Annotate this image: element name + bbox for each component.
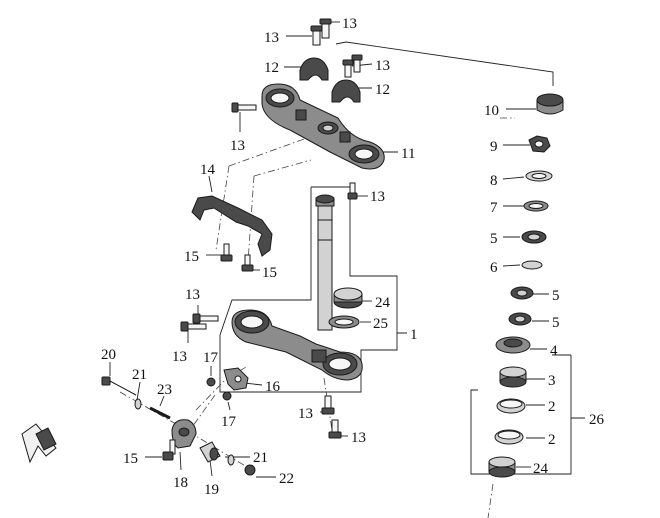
washer-8 — [525, 170, 553, 182]
bearing-3 — [499, 366, 527, 388]
callout-21: 21 — [132, 367, 147, 383]
callout-13: 13 — [351, 430, 366, 446]
callout-2: 2 — [548, 432, 556, 448]
bracket-16 — [223, 367, 249, 391]
dust-seal-4 — [495, 336, 531, 354]
race-2-b — [494, 429, 524, 445]
seal-25 — [328, 315, 360, 329]
bolt-15-c — [162, 439, 176, 461]
assembly-brackets — [119, 41, 585, 518]
callout-15: 15 — [123, 451, 138, 467]
callout-11: 11 — [401, 146, 415, 162]
callout-24: 24 — [375, 295, 391, 311]
lower-triple-clamp-1 — [231, 309, 363, 381]
callout-15: 15 — [262, 265, 277, 281]
upper-triple-clamp-11 — [261, 83, 385, 170]
callout-13: 13 — [185, 287, 200, 303]
bolt-13-lower-a — [192, 313, 219, 324]
bolt-13-under-upper — [347, 182, 358, 200]
callout-8: 8 — [490, 173, 498, 189]
spacer-19 — [199, 441, 221, 463]
callout-6: 6 — [490, 260, 498, 276]
steering-stem — [315, 194, 335, 331]
callout-4: 4 — [550, 343, 558, 359]
callout-26: 26 — [589, 412, 605, 428]
handlebar-clamp-12-left — [299, 57, 329, 81]
bearing-24-upper — [333, 287, 363, 309]
race-2-a — [496, 398, 526, 414]
bolt-13-bottom-b — [328, 419, 342, 439]
front-direction-arrow-icon — [21, 423, 57, 464]
callout-9: 9 — [490, 139, 498, 155]
bolt-15-b — [241, 254, 254, 272]
callout-13: 13 — [172, 349, 187, 365]
callout-3: 3 — [548, 373, 556, 389]
callout-25: 25 — [373, 316, 388, 332]
nut-9 — [528, 135, 551, 153]
washer-6 — [521, 260, 543, 270]
mount-18 — [171, 419, 197, 449]
nut-17-b — [222, 391, 232, 401]
pin-23 — [149, 406, 171, 420]
callout-16: 16 — [265, 379, 281, 395]
nut-17-a — [206, 377, 216, 387]
callout-14: 14 — [200, 162, 216, 178]
lock-washer-7 — [523, 200, 549, 212]
bolt-13-top-a — [310, 25, 323, 46]
callout-5: 5 — [490, 231, 498, 247]
nut-22 — [244, 464, 256, 476]
callout-17: 17 — [221, 414, 237, 430]
callout-1: 1 — [410, 327, 418, 343]
callout-12: 12 — [264, 60, 279, 76]
callout-19: 19 — [204, 482, 219, 498]
bolt-13-bottom-a — [321, 395, 335, 415]
callout-22: 22 — [279, 471, 294, 487]
handlebar-clamp-12-right — [331, 79, 361, 103]
bracket-14 — [191, 195, 273, 257]
callout-12: 12 — [375, 82, 390, 98]
callout-13: 13 — [375, 58, 390, 74]
callout-labels: 13 13 12 13 12 13 11 13 14 15 15 24 25 1… — [101, 16, 605, 498]
callout-20: 20 — [101, 347, 116, 363]
callout-10: 10 — [484, 103, 499, 119]
washer-21-a — [134, 398, 142, 410]
bolt-15-a — [220, 243, 233, 262]
callout-17: 17 — [203, 350, 219, 366]
bolt-13-top-b — [319, 18, 332, 39]
callout-2: 2 — [548, 399, 556, 415]
callout-7: 7 — [490, 200, 498, 216]
nut-5-a — [521, 230, 547, 244]
callout-5: 5 — [552, 288, 560, 304]
callout-5: 5 — [552, 315, 560, 331]
nut-5-c — [508, 312, 532, 326]
bolt-20 — [101, 376, 137, 396]
callout-15: 15 — [184, 249, 199, 265]
callout-13: 13 — [230, 138, 245, 154]
bolt-13-lower-b — [180, 321, 207, 332]
callout-23: 23 — [157, 382, 172, 398]
callout-13: 13 — [298, 406, 313, 422]
callout-24: 24 — [533, 461, 549, 477]
washer-21-b — [227, 454, 235, 466]
callout-13: 13 — [342, 16, 357, 32]
callout-13: 13 — [264, 30, 279, 46]
bolt-13-side — [231, 102, 257, 113]
callout-13: 13 — [370, 189, 385, 205]
bolt-13-top-c — [342, 59, 354, 78]
cap-10 — [536, 93, 564, 115]
callout-18: 18 — [173, 475, 188, 491]
bolt-13-top-d — [351, 54, 363, 73]
callout-21: 21 — [253, 450, 268, 466]
nut-5-b — [510, 286, 534, 300]
bearing-24-lower — [488, 456, 516, 478]
